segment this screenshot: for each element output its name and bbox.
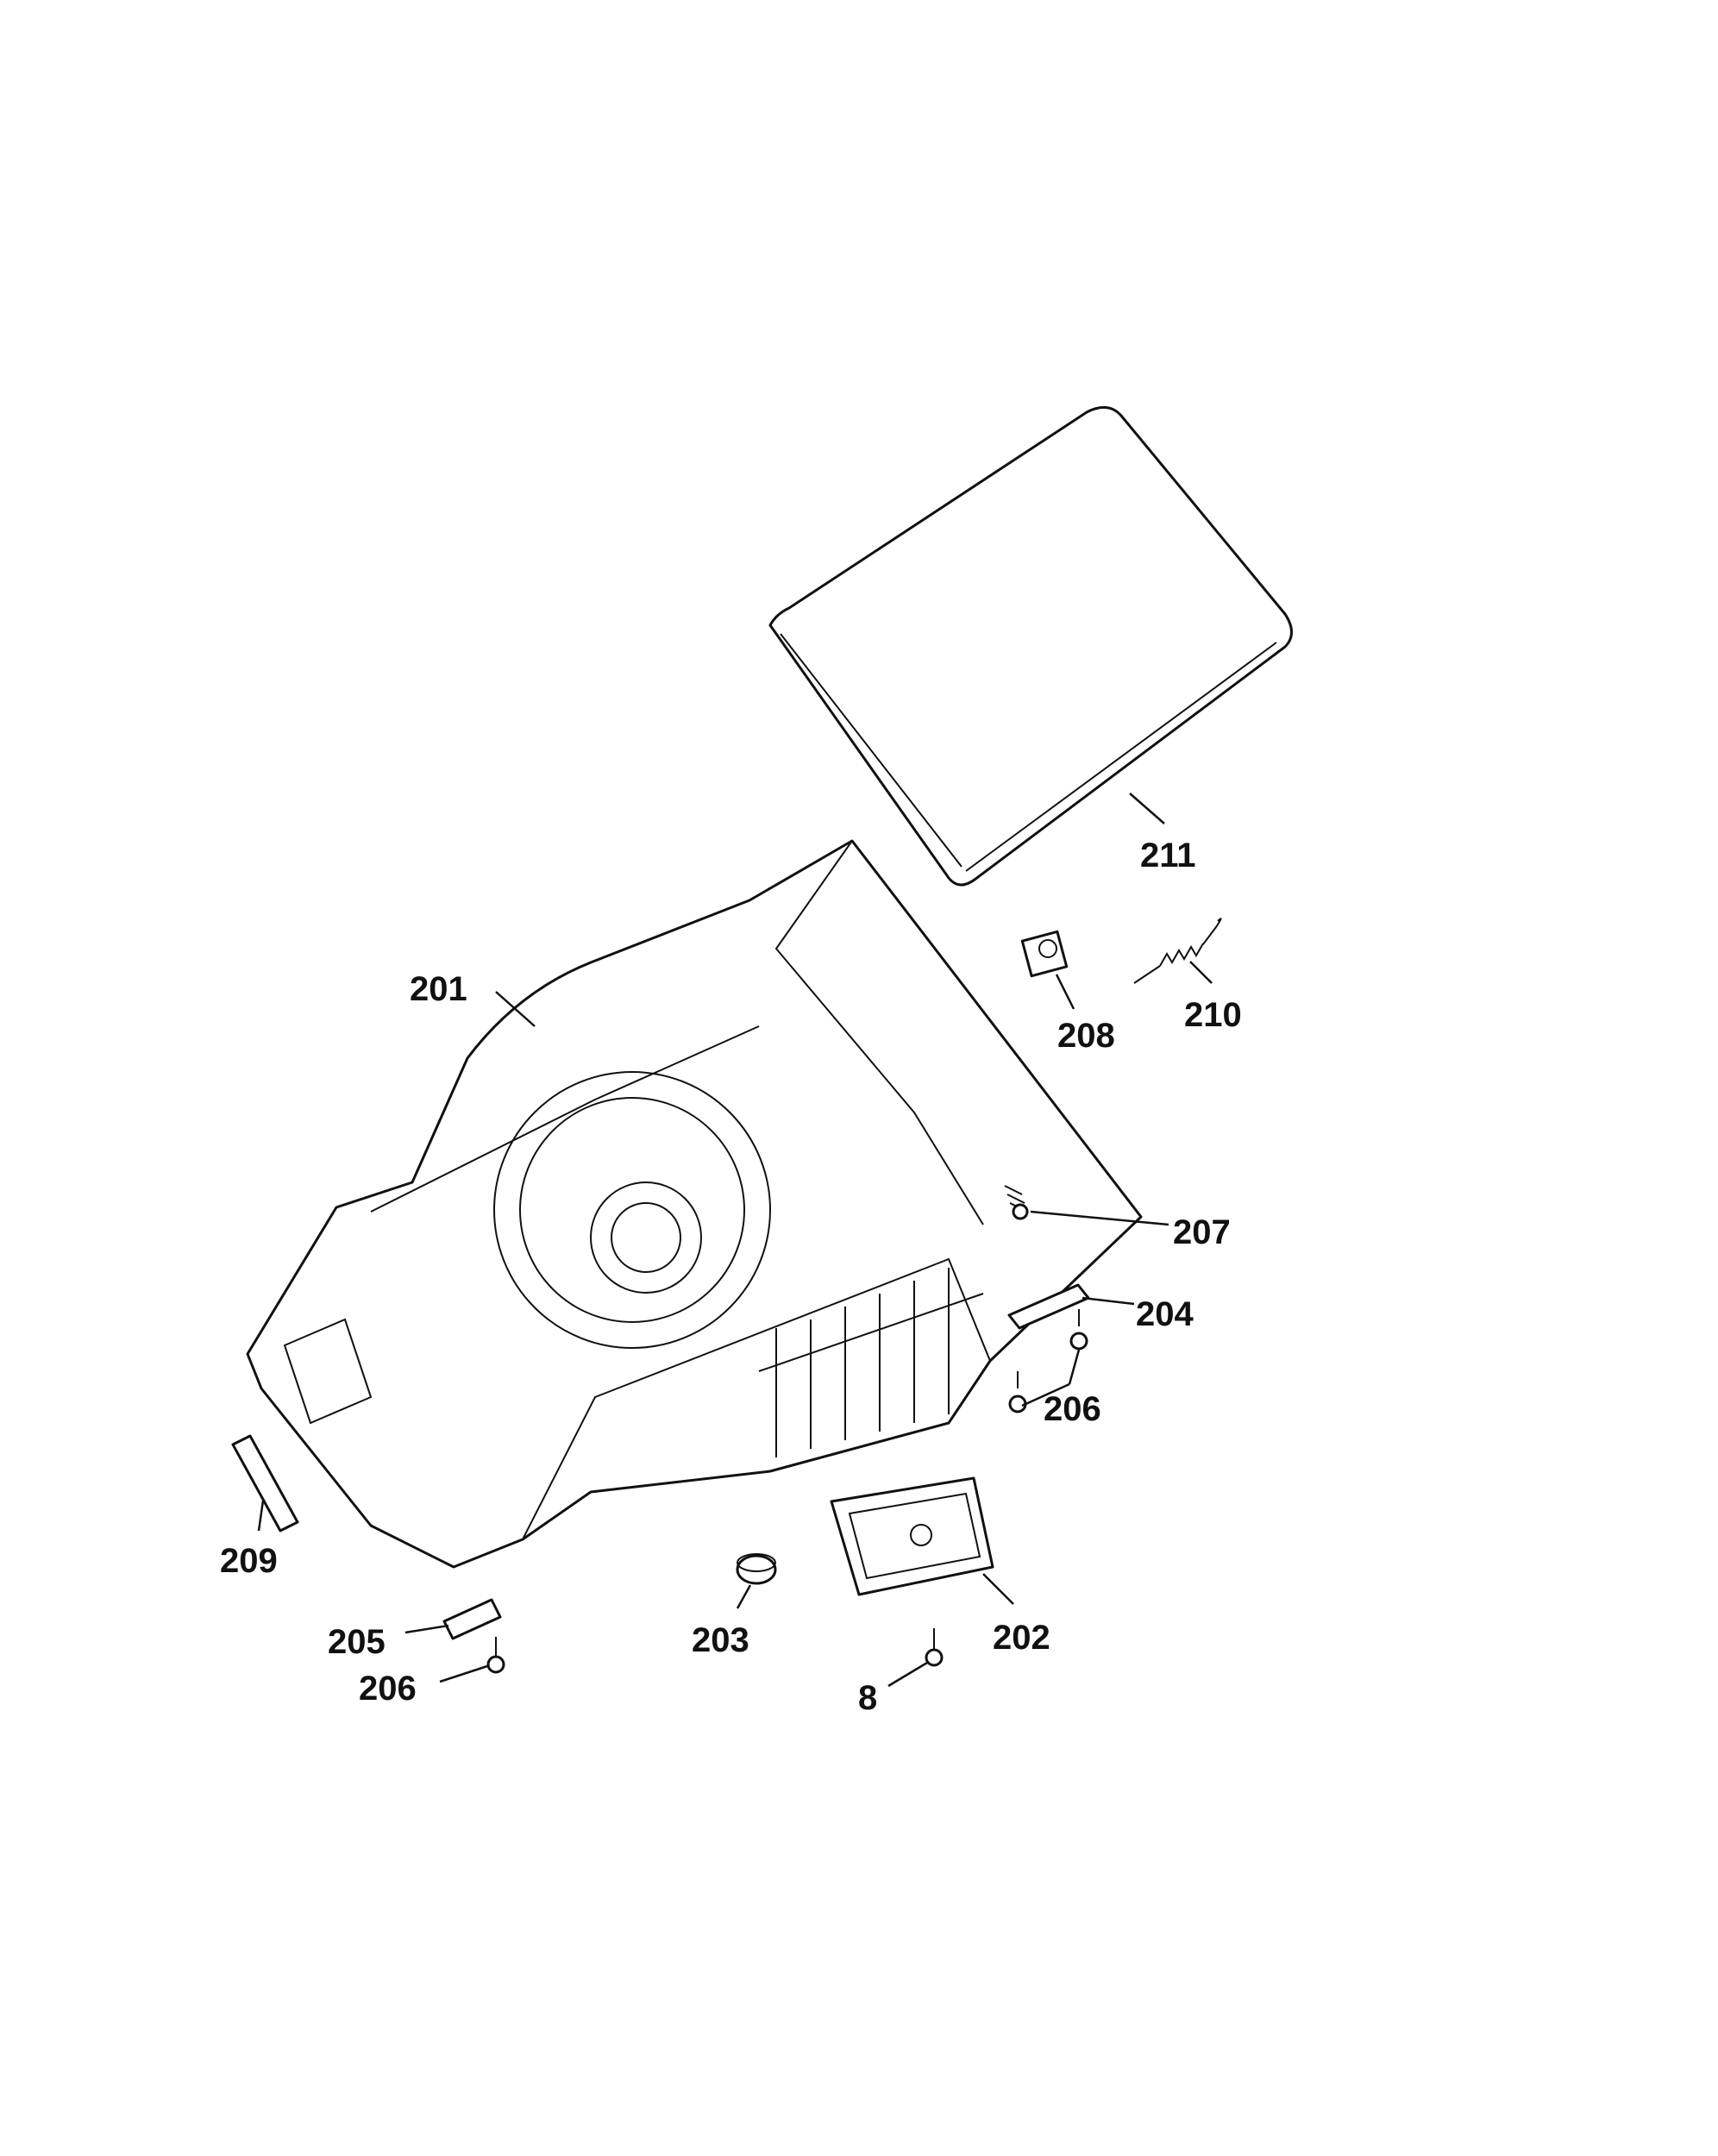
- label-206-right: 206: [1044, 1390, 1101, 1428]
- label-208: 208: [1057, 1017, 1115, 1055]
- label-205: 205: [328, 1623, 386, 1661]
- part-206-screw: [486, 1637, 505, 1674]
- label-204: 204: [1136, 1295, 1194, 1333]
- label-207: 207: [1173, 1213, 1231, 1251]
- part-209-clip: [231, 1434, 299, 1532]
- part-203-cap: [736, 1553, 777, 1585]
- part-205-latch: [442, 1598, 502, 1640]
- label-203: 203: [692, 1621, 749, 1659]
- part-206-screws: [1008, 1309, 1088, 1413]
- label-210: 210: [1184, 996, 1242, 1034]
- label-206-left: 206: [359, 1670, 417, 1708]
- part-208-block: [1020, 930, 1069, 978]
- label-8: 8: [858, 1679, 877, 1717]
- part-8-screw: [925, 1628, 944, 1667]
- label-211: 211: [1140, 837, 1196, 874]
- part-207-screw: [1004, 1185, 1029, 1220]
- label-209: 209: [220, 1542, 278, 1580]
- part-210-spring: [1133, 918, 1222, 984]
- part-211-lid: [768, 405, 1293, 887]
- part-201-deck: [246, 839, 1143, 1569]
- part-202-plate: [830, 1476, 994, 1596]
- label-201: 201: [410, 970, 467, 1008]
- leader-lines: [257, 793, 1213, 1688]
- label-202: 202: [993, 1619, 1050, 1657]
